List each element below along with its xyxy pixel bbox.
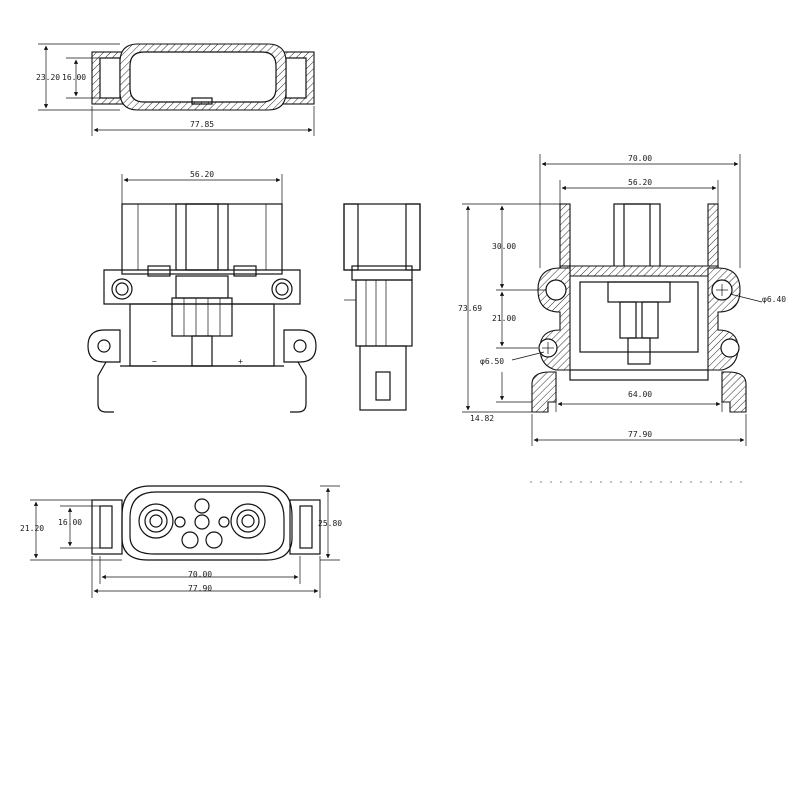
- dim-bottom-height-total: 21.20: [20, 524, 44, 533]
- dim-section-hole-lower: φ6.50: [480, 357, 504, 366]
- section-deck: [560, 265, 719, 277]
- section-left-foot: [531, 371, 557, 413]
- dim-section-height-mid: 21.00: [492, 314, 516, 323]
- dim-section-hole-upper: φ6.40: [762, 295, 786, 304]
- bottom-shell: [121, 485, 293, 561]
- side-view: [343, 203, 421, 411]
- front-view: − + 56.20: [87, 170, 317, 413]
- dim-section-height-upper: 30.00: [492, 242, 516, 251]
- dim-bottom-width-outer: 77.90: [188, 584, 212, 593]
- top-view: 23.20 16.00 77.85: [36, 43, 315, 136]
- dim-top-height-outer: 23.20: [36, 73, 60, 82]
- dim-section-height-total: 73.69: [458, 304, 482, 313]
- section-right-wall: [707, 203, 719, 271]
- dim-top-width: 77.85: [190, 120, 214, 129]
- polarity-minus-label: −: [152, 357, 157, 366]
- section-view: 70.00 56.20 73.69 30.00 21.00 14.82 φ6.4…: [458, 154, 786, 483]
- section-right-foot: [721, 371, 747, 413]
- dim-bottom-height-side: 25.80: [318, 519, 342, 528]
- dim-section-base-inner: 64.00: [628, 390, 652, 399]
- dim-bottom-height-inner: 16.00: [58, 518, 82, 527]
- dim-section-base-outer: 77.90: [628, 430, 652, 439]
- dim-section-width-outer: 70.00: [628, 154, 652, 163]
- section-left-wall: [559, 203, 571, 271]
- dim-bottom-width-inner: 70.00: [188, 570, 212, 579]
- dim-front-width: 56.20: [190, 170, 214, 179]
- top-shell-opening: [129, 51, 277, 103]
- dim-top-height-inner: 16.00: [62, 73, 86, 82]
- polarity-plus-label: +: [238, 357, 243, 366]
- dim-section-width-inner: 56.20: [628, 178, 652, 187]
- dim-section-height-foot: 14.82: [470, 414, 494, 423]
- bottom-view: 21.20 16.00 25.80 70.00 77.90: [20, 485, 342, 598]
